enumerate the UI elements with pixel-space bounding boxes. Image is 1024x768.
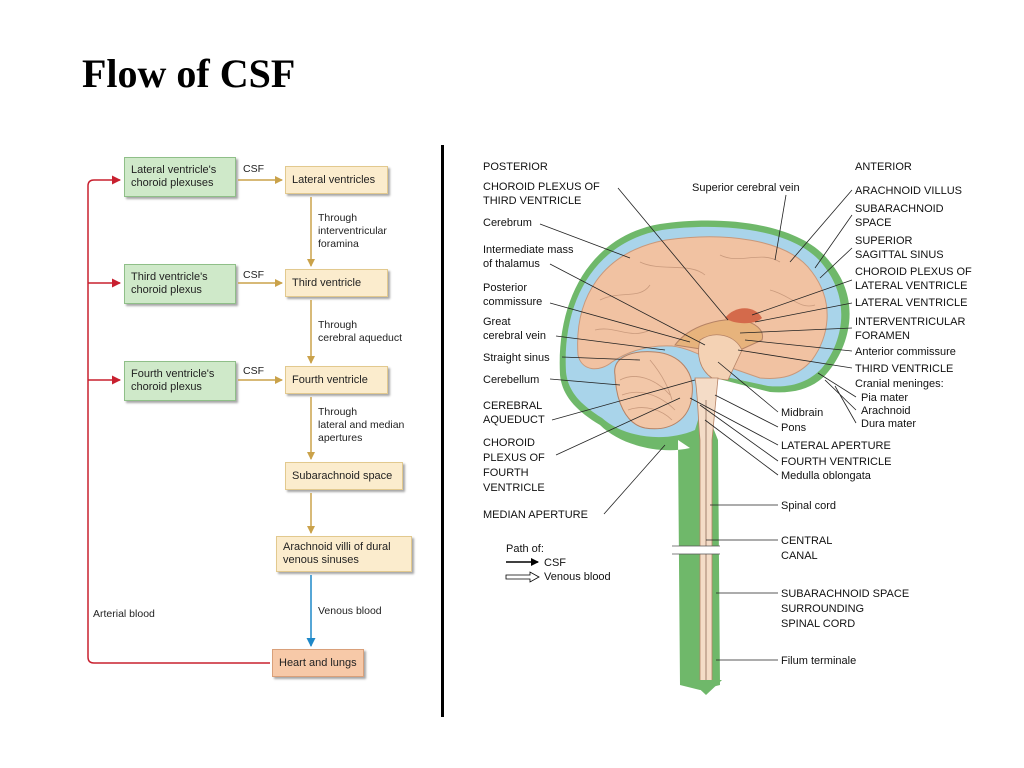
connector-label-apertures: Through lateral and median apertures [318,406,405,444]
label-fourth-ventricle: FOURTH VENTRICLE [781,456,891,468]
box-label: Subarachnoid space [292,469,393,482]
label-cerebrum: Cerebrum [483,217,532,229]
box-label: Fourth ventricle's choroid plexus [131,368,215,393]
arterial-blood-loop [87,175,270,664]
box-label: Third ventricle's choroid plexus [131,271,208,296]
flow-arrows [238,176,315,534]
label-anterior: ANTERIOR [855,161,912,173]
label-straight-sinus: Straight sinus [483,352,550,364]
label-filum-terminale: Filum terminale [781,655,856,667]
label-cranial-meninges: Cranial meninges: [855,378,944,390]
csf-label: CSF [243,269,264,281]
label-arachnoid-villus: ARACHNOID VILLUS [855,185,962,197]
box-label: Third ventricle [292,276,362,289]
legend: Path of: CSF Venous blood [505,543,611,583]
label-spinal-cord: Spinal cord [781,500,836,512]
box-label: Fourth ventricle [292,373,368,386]
csf-label: CSF [243,365,264,377]
third-ventricle-box: Third ventricle [285,269,388,297]
box-label: Arachnoid villi of dural venous sinuses [283,541,391,566]
arachnoid-villi-box: Arachnoid villi of dural venous sinuses [276,536,412,572]
legend-title: Path of: [506,543,544,555]
brain-illustration [559,220,850,695]
venous-path-arrow [505,571,540,583]
label-midbrain: Midbrain [781,407,823,419]
third-choroid-plexus-box: Third ventricle's choroid plexus [124,264,236,304]
label-median-aperture: MEDIAN APERTURE [483,509,588,521]
label-pia-mater: Pia mater [861,392,908,404]
panel-divider [441,145,444,717]
csf-label: CSF [243,163,264,175]
lateral-choroid-plexus-box: Lateral ventricle's choroid plexuses [124,157,236,197]
leader-lines [539,187,857,661]
label-anterior-commissure: Anterior commissure [855,346,956,358]
label-superior-cerebral-vein: Superior cerebral vein [692,182,800,194]
box-label: Lateral ventricle's choroid plexuses [131,164,217,189]
page-title: Flow of CSF [82,51,296,96]
arterial-blood-label: Arterial blood [93,608,155,620]
label-lateral-aperture: LATERAL APERTURE [781,440,891,452]
connector-label-aqueduct: Through cerebral aqueduct [318,319,403,344]
label-pons: Pons [781,422,807,434]
right-labels: ANTERIOR Superior cerebral vein ARACHNOI… [692,161,972,667]
legend-csf: CSF [544,557,566,569]
label-posterior: POSTERIOR [483,161,548,173]
box-label: Lateral ventricles [292,173,376,186]
heart-and-lungs-box: Heart and lungs [272,649,364,677]
label-lateral-ventricle: LATERAL VENTRICLE [855,297,967,309]
connector-label-foramina: Through interventricular foramina [318,212,387,250]
subarachnoid-space-box: Subarachnoid space [285,462,403,490]
label-dura-mater: Dura mater [861,418,916,430]
label-medulla-oblongata: Medulla oblongata [781,470,872,482]
lateral-ventricles-box: Lateral ventricles [285,166,388,194]
label-cerebellum: Cerebellum [483,374,539,386]
label-third-ventricle: THIRD VENTRICLE [855,363,953,375]
legend-venous-blood: Venous blood [544,571,611,583]
fourth-choroid-plexus-box: Fourth ventricle's choroid plexus [124,361,236,401]
venous-blood-label: Venous blood [318,605,382,617]
box-label: Heart and lungs [279,656,357,669]
label-arachnoid: Arachnoid [861,405,911,417]
fourth-ventricle-box: Fourth ventricle [285,366,388,394]
